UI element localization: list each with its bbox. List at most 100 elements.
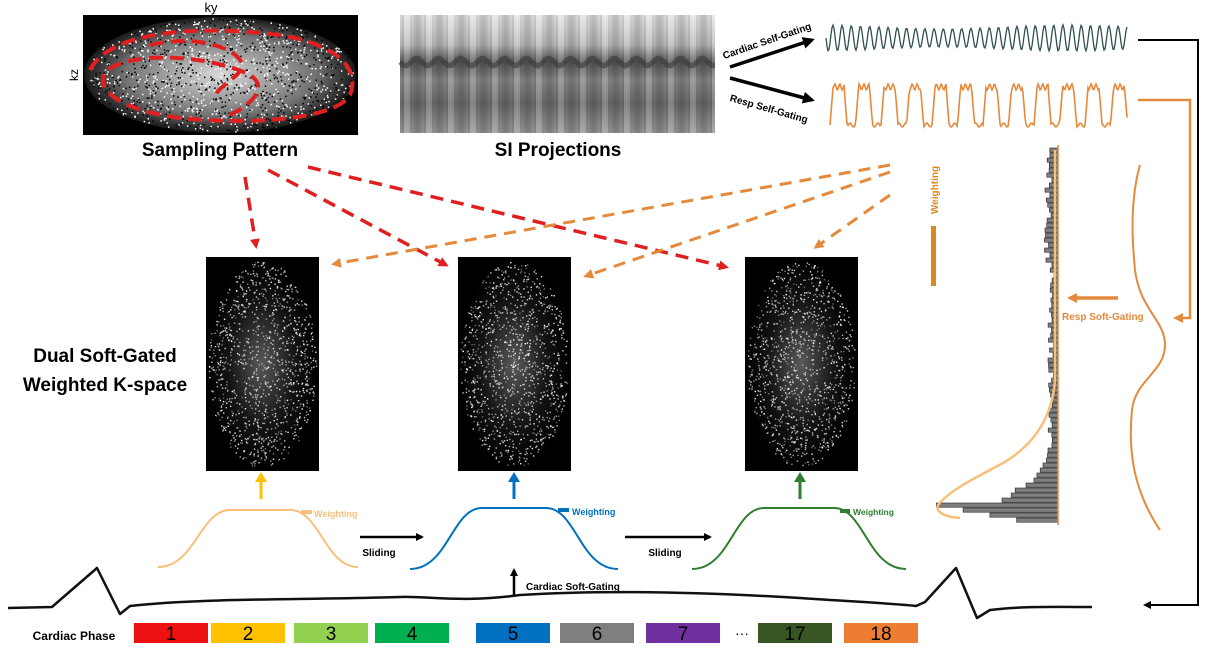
histogram-bar — [1046, 457, 1059, 463]
cardiac-phase-box-7 — [646, 623, 720, 643]
histogram-bar — [1051, 442, 1059, 448]
histogram-bar — [1036, 472, 1059, 478]
histogram-bar — [1049, 182, 1059, 188]
resp-weight-curve — [936, 150, 1057, 520]
cardiac-self-gating-arrow — [729, 37, 815, 69]
weighting-label-1: Weighting — [314, 509, 357, 519]
cardiac-phase-ellipsis: ··· — [735, 625, 749, 641]
histogram-bar — [1048, 362, 1059, 368]
sliding-arrows: Sliding Sliding — [360, 533, 712, 559]
histogram-bar — [1048, 242, 1059, 248]
sampling-pattern-panel: ky kz Sampling Pattern — [67, 0, 358, 161]
kz-axis-label: kz — [67, 69, 81, 81]
ecg-waveform — [7, 566, 1093, 620]
cardiac-phase-box-18 — [844, 623, 918, 643]
resp-distribution-curve — [1129, 164, 1167, 531]
histogram-bar — [1042, 462, 1059, 468]
cardiac-phase-number: 1 — [166, 624, 177, 645]
sliding-label-2: Sliding — [648, 548, 681, 559]
histogram-bar — [1048, 167, 1059, 173]
cardiac-soft-gating-label: Cardiac Soft-Gating — [526, 582, 620, 593]
weighting-label-3: Weighting — [853, 507, 894, 517]
histogram-bar — [1010, 492, 1059, 498]
cardiac-phase-number: 17 — [784, 624, 805, 645]
cardiac-phase-number: 6 — [592, 624, 603, 645]
histogram-bar — [1048, 337, 1059, 343]
cardiac-phase-label: Cardiac Phase — [33, 629, 116, 643]
cardiac-phase-box-3 — [294, 623, 368, 643]
cardiac-phase-box-4 — [375, 623, 449, 643]
histogram-bar — [1047, 427, 1059, 433]
cardiac-phase-number: 2 — [243, 624, 254, 645]
dual-soft-gated-title-line2: Weighted K-space — [23, 375, 187, 396]
sliding-label-1: Sliding — [362, 548, 395, 559]
resp-weighting-bar — [931, 226, 936, 286]
resp-signal-waveform — [829, 81, 1128, 129]
histogram-bar — [1047, 447, 1059, 453]
cardiac-phase-number: 5 — [508, 624, 519, 645]
cardiac-weight-window-3 — [691, 507, 907, 570]
histogram-bar — [1047, 452, 1059, 458]
cardiac-phase-number: 18 — [870, 624, 891, 645]
histogram-bar — [1001, 497, 1059, 503]
kspace-dots — [748, 262, 856, 467]
cardiac-phase-box-17 — [758, 623, 832, 643]
si-projections-caption: SI Projections — [495, 140, 622, 161]
si-projections-panel: SI Projections — [398, 15, 716, 161]
histogram-bar — [1048, 367, 1059, 373]
histogram-bar — [1033, 477, 1059, 483]
histogram-bar — [1052, 437, 1059, 443]
cardiac-signal-waveform — [825, 23, 1128, 53]
histogram-bar — [1046, 222, 1059, 228]
resp-to-kspace-arrows — [331, 163, 891, 279]
histogram-bar — [1049, 162, 1059, 168]
histogram-bar — [1047, 202, 1059, 208]
histogram-bar — [1051, 432, 1059, 438]
cardiac-phase-box-6 — [560, 623, 634, 643]
histogram-bar — [1039, 467, 1059, 473]
histogram-bar — [1046, 217, 1059, 223]
histogram-bar — [962, 507, 1059, 513]
histogram-bar — [1050, 417, 1059, 423]
sampling-trajectory — [88, 28, 355, 123]
histogram-bar — [1046, 172, 1059, 178]
sampling-pattern-caption: Sampling Pattern — [142, 140, 298, 161]
histogram-bar — [1047, 357, 1059, 363]
histogram-bar — [1049, 207, 1059, 213]
cardiac-phase-number: 3 — [326, 624, 337, 645]
kspace-dots — [460, 262, 569, 466]
histogram-bar — [1016, 517, 1059, 523]
cardiac-weight-window-2 — [409, 507, 619, 570]
cardiac-phase-number: 4 — [407, 624, 418, 645]
weight-up-arrows — [255, 472, 806, 499]
cardiac-phase-box-1 — [134, 623, 208, 643]
cardiac-phase-number: 7 — [678, 624, 689, 645]
si-projection-stripes — [398, 15, 716, 133]
cardiac-phase-box-2 — [211, 623, 285, 643]
histogram-bar — [1048, 412, 1059, 418]
histogram-bar — [936, 502, 1059, 508]
histogram-bar — [1052, 397, 1059, 403]
cardiac-feedback-path — [1138, 39, 1199, 609]
resp-weighting-label: Weighting — [930, 166, 941, 214]
histogram-bar — [989, 512, 1059, 518]
histogram-bar — [1047, 322, 1059, 328]
kspace-panel-1 — [206, 257, 319, 471]
resp-feedback-path — [1138, 98, 1192, 323]
cardiac-weight-window-1 — [157, 509, 359, 568]
cardiac-phase-row: Cardiac Phase 1 2 3 4 5 6 7 17 18 ··· — [33, 623, 918, 645]
histogram-bar — [1025, 482, 1059, 488]
resp-soft-gating-label: Resp Soft-Gating — [1062, 312, 1144, 323]
kspace-dots — [209, 261, 318, 467]
weighting-label-2: Weighting — [572, 507, 615, 517]
histogram-bar — [1046, 157, 1059, 163]
resp-self-gating-arrow — [729, 76, 815, 104]
cardiac-phase-box-5 — [476, 623, 550, 643]
histogram-bar — [1014, 487, 1059, 493]
histogram-bar — [1051, 422, 1059, 428]
resp-self-gating-label: Resp Self-Gating — [728, 93, 808, 126]
histogram-bar — [1052, 402, 1059, 408]
dual-soft-gated-title-line1: Dual Soft-Gated — [33, 346, 177, 367]
kspace-panel-3 — [745, 257, 858, 471]
